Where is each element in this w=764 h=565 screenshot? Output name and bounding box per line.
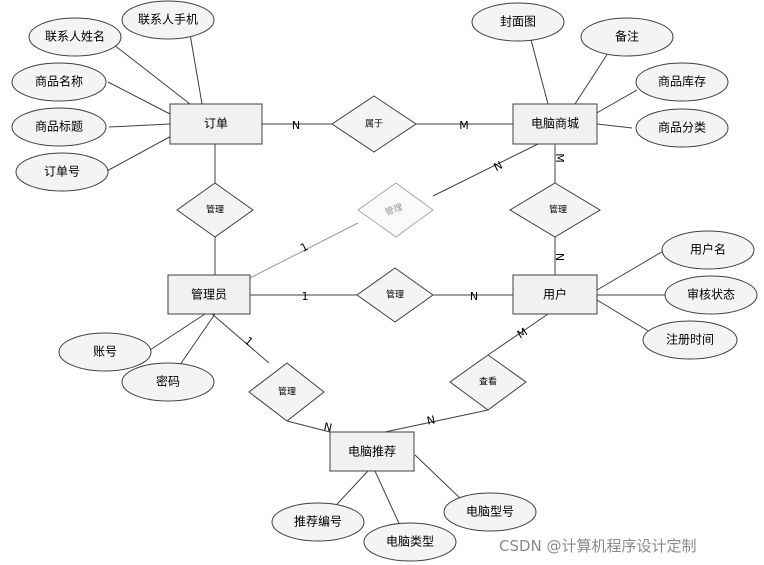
attribute-review-status-label: 审核状态 bbox=[687, 287, 735, 302]
entity-recommend: 电脑推荐 bbox=[329, 431, 415, 472]
relationship-manage-recommend-label: 管理 bbox=[278, 386, 296, 398]
card-admin-rec: 1 bbox=[242, 334, 256, 348]
connector-lines bbox=[99, 33, 666, 531]
attribute-username: 用户名 bbox=[661, 230, 755, 270]
entity-admin: 管理员 bbox=[167, 274, 251, 315]
relationship-view-label: 查看 bbox=[479, 376, 497, 388]
relationship-manage-mall-user-label: 管理 bbox=[549, 204, 567, 216]
card-mall-user-m: M bbox=[553, 153, 566, 163]
card-mall-belongs: M bbox=[459, 119, 469, 132]
entity-order-label: 订单 bbox=[204, 117, 228, 131]
entity-mall: 电脑商城 bbox=[512, 103, 598, 145]
relationship-manage-order: 管理 bbox=[176, 182, 254, 238]
card-rec-admin: N bbox=[323, 420, 334, 434]
attribute-contact-name: 联系人姓名 bbox=[28, 17, 122, 57]
card-user-admin: N bbox=[470, 290, 478, 303]
relationship-manage-user-label: 管理 bbox=[386, 289, 404, 301]
attribute-category: 商品分类 bbox=[635, 108, 729, 148]
attribute-contact-name-label: 联系人姓名 bbox=[45, 29, 105, 44]
attribute-username-label: 用户名 bbox=[690, 242, 726, 257]
attribute-remark: 备注 bbox=[580, 17, 674, 57]
attribute-pc-model: 电脑型号 bbox=[443, 492, 537, 532]
attribute-product-title: 商品标题 bbox=[11, 107, 107, 147]
attribute-stock: 商品库存 bbox=[635, 62, 729, 102]
relationship-manage-recommend: 管理 bbox=[248, 362, 325, 422]
card-mall-user-n: N bbox=[553, 253, 566, 261]
entity-order: 订单 bbox=[169, 103, 263, 145]
entity-user: 用户 bbox=[512, 274, 598, 315]
attribute-cover: 封面图 bbox=[471, 2, 565, 42]
attribute-product-title-label: 商品标题 bbox=[35, 119, 83, 134]
attribute-order-no: 订单号 bbox=[15, 152, 109, 192]
attribute-product-name-label: 商品名称 bbox=[35, 74, 83, 89]
attribute-remark-label: 备注 bbox=[615, 29, 639, 44]
card-order-belongs: N bbox=[292, 119, 300, 132]
attribute-pc-model-label: 电脑型号 bbox=[466, 505, 514, 519]
attribute-password: 密码 bbox=[121, 362, 215, 402]
attribute-review-status: 审核状态 bbox=[664, 275, 758, 315]
watermark: CSDN @计算机程序设计定制 bbox=[499, 537, 697, 555]
relationship-belongs-label: 属于 bbox=[365, 119, 383, 130]
attribute-order-no-label: 订单号 bbox=[44, 165, 80, 179]
attribute-pc-type: 电脑类型 bbox=[363, 522, 457, 562]
relationship-view: 查看 bbox=[449, 354, 527, 411]
relationship-manage-order-label: 管理 bbox=[206, 204, 224, 216]
relationship-manage-mall-user: 管理 bbox=[509, 182, 601, 238]
relationship-manage-user: 管理 bbox=[356, 267, 434, 323]
attribute-rec-no: 推荐编号 bbox=[271, 502, 365, 542]
attribute-reg-time-label: 注册时间 bbox=[666, 332, 714, 347]
attribute-stock-label: 商品库存 bbox=[658, 74, 706, 89]
attribute-product-name: 商品名称 bbox=[11, 62, 107, 102]
attribute-contact-phone-label: 联系人手机 bbox=[138, 13, 198, 27]
card-admin-user: 1 bbox=[302, 290, 309, 303]
attribute-pc-type-label: 电脑类型 bbox=[386, 535, 434, 549]
attribute-reg-time: 注册时间 bbox=[642, 320, 738, 360]
attribute-account-label: 账号 bbox=[93, 345, 117, 359]
card-rec-view: N bbox=[426, 413, 437, 427]
attribute-contact-phone: 联系人手机 bbox=[121, 0, 215, 40]
entity-admin-label: 管理员 bbox=[191, 287, 227, 302]
relationship-manage-mall: 管理 bbox=[357, 182, 434, 238]
entity-user-label: 用户 bbox=[543, 287, 567, 302]
attribute-category-label: 商品分类 bbox=[658, 120, 706, 135]
relationship-belongs: 属于 bbox=[331, 95, 417, 153]
attribute-rec-no-label: 推荐编号 bbox=[294, 514, 342, 529]
entity-recommend-label: 电脑推荐 bbox=[348, 445, 396, 459]
entity-mall-label: 电脑商城 bbox=[531, 116, 579, 131]
attribute-account: 账号 bbox=[58, 332, 152, 372]
attribute-password-label: 密码 bbox=[156, 374, 180, 389]
attribute-cover-label: 封面图 bbox=[500, 15, 536, 29]
